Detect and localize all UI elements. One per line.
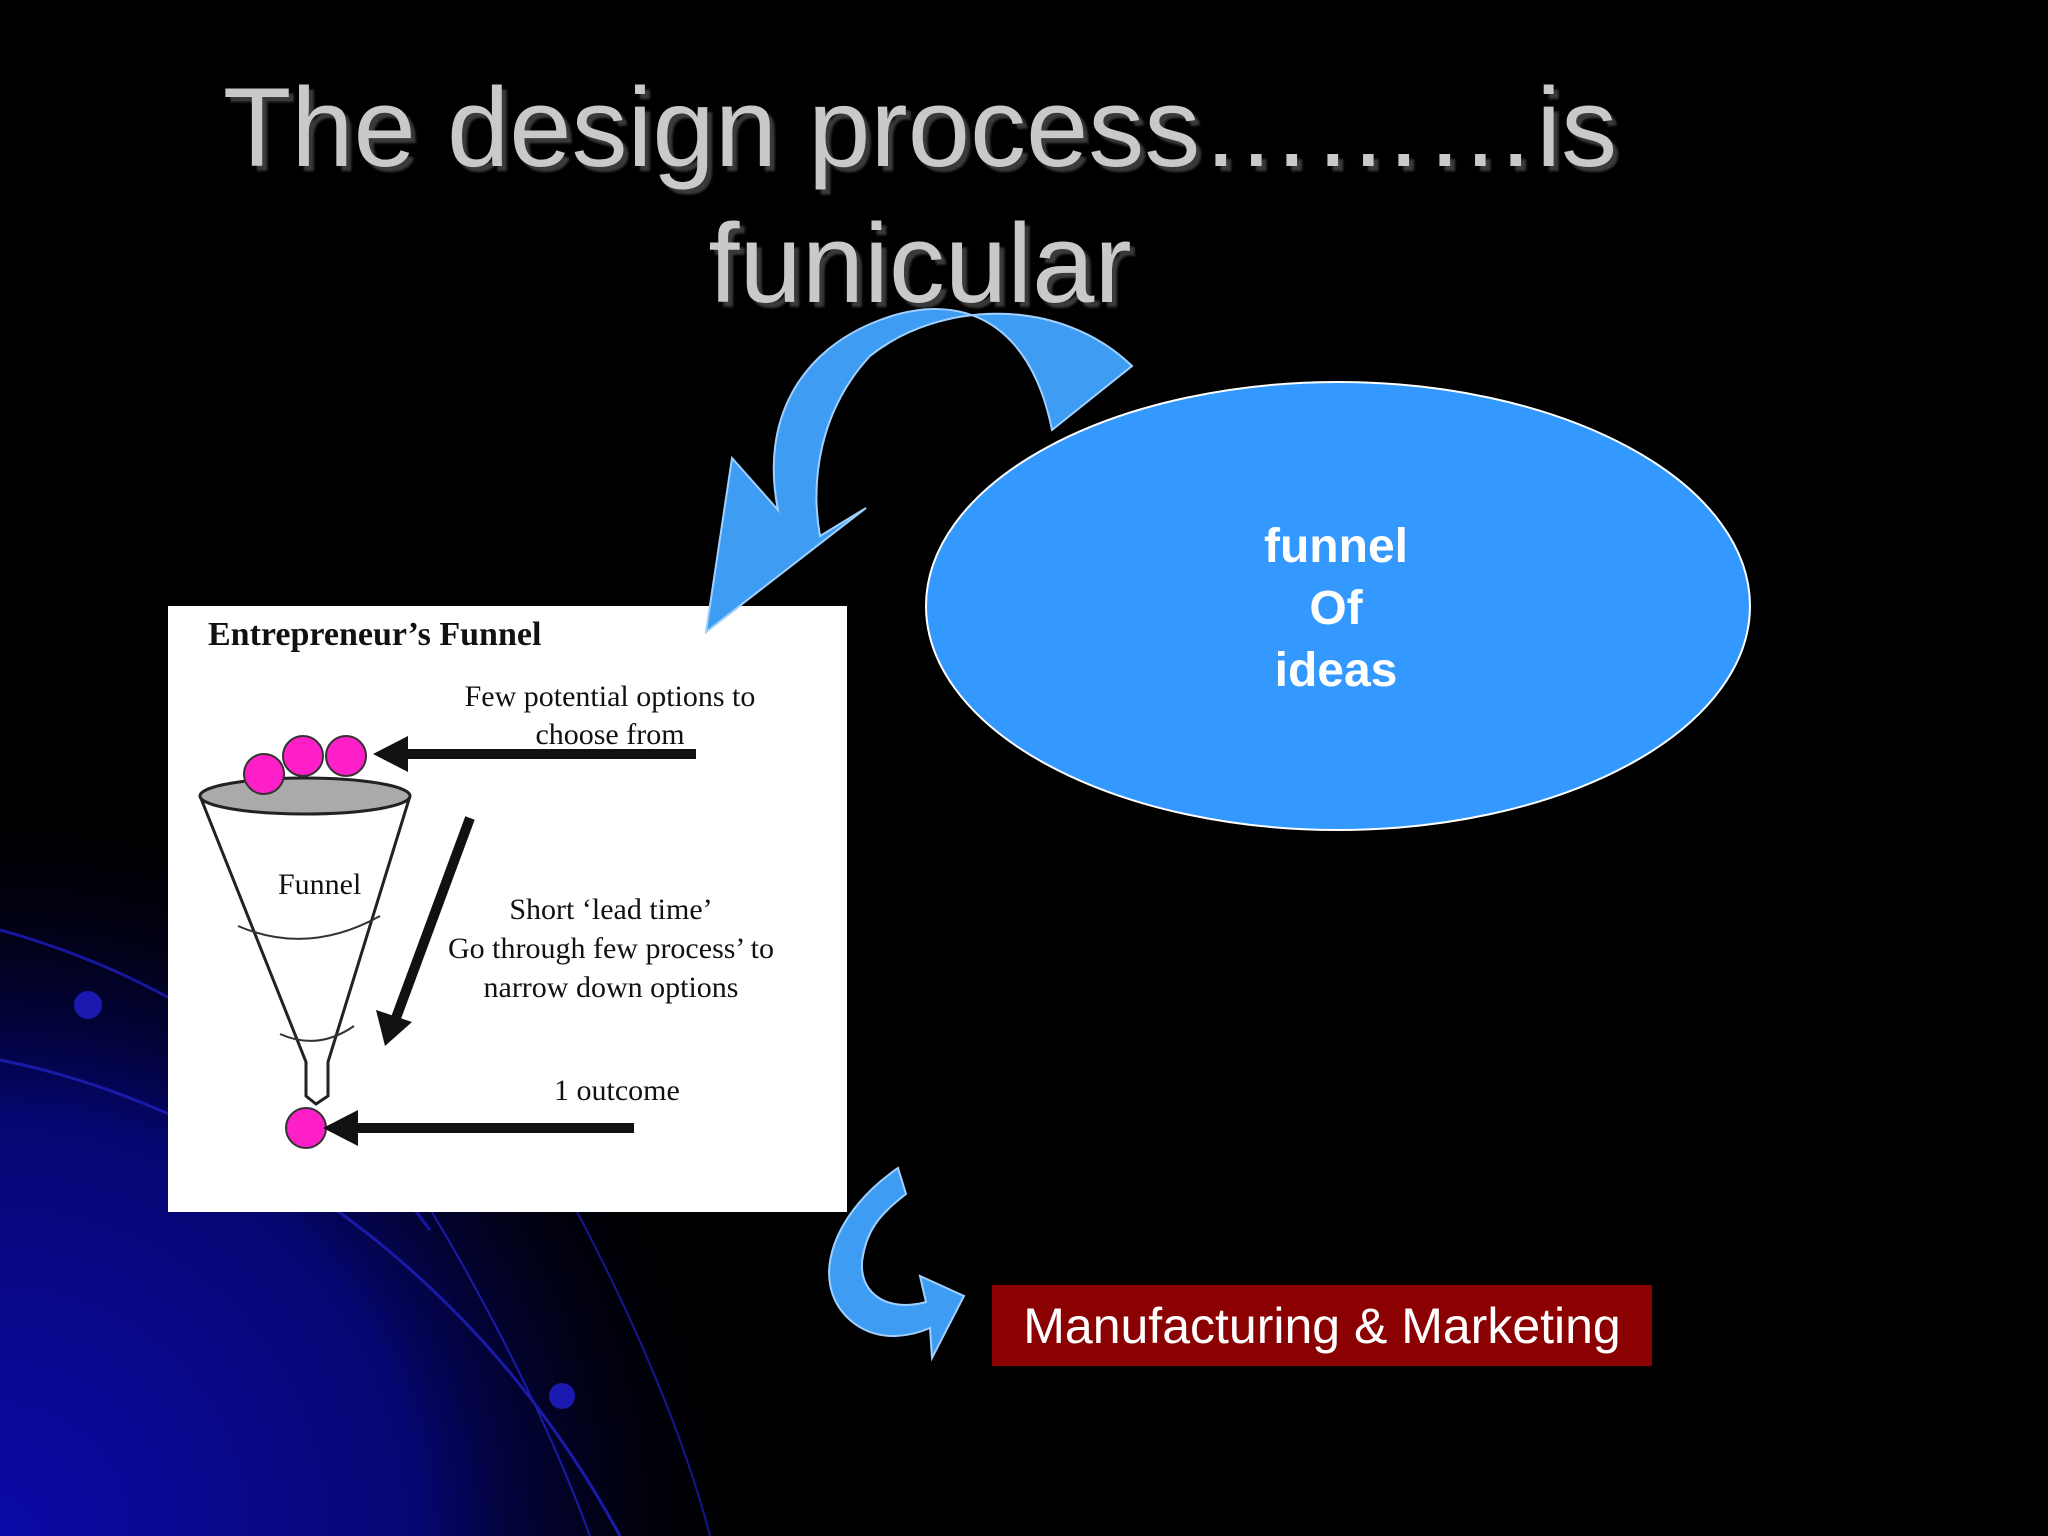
- funnel-label: Funnel: [278, 868, 362, 901]
- curved-arrow-to-funnel: [704, 308, 1134, 635]
- slide-title-line-2: funicular: [708, 201, 1132, 326]
- curved-arrow-to-manufacturing: [828, 1166, 966, 1362]
- funnel-heading: Entrepreneur’s Funnel: [208, 616, 542, 653]
- lead-time-line-3: narrow down options: [483, 971, 739, 1004]
- option-ball: [243, 753, 285, 795]
- funnel-liquid-line: [237, 915, 381, 940]
- manufacturing-marketing-box: Manufacturing & Marketing: [992, 1285, 1652, 1366]
- manufacturing-marketing-label: Manufacturing & Marketing: [1023, 1297, 1621, 1354]
- options-text-line-2: choose from: [535, 718, 685, 751]
- outcome-text: 1 outcome: [554, 1074, 680, 1107]
- lead-time-text: Short ‘lead time’ Go through few process…: [416, 890, 806, 1007]
- ellipse-text: funnel Of ideas: [1196, 516, 1476, 702]
- ellipse-text-line-3: ideas: [1274, 644, 1398, 697]
- slide-title-line-1: The design process………is: [222, 65, 1618, 190]
- funnel-drawing: [198, 735, 696, 1149]
- funnel-image: Entrepreneur’s Funnel Few potential opti…: [168, 606, 847, 1212]
- funnel-outline: [198, 795, 412, 1106]
- options-text: Few potential options to choose from: [430, 678, 790, 754]
- options-text-line-1: Few potential options to: [464, 680, 756, 713]
- option-ball: [282, 735, 324, 777]
- narrowing-arrow: [391, 816, 475, 1020]
- option-ball: [325, 735, 367, 777]
- lead-time-line-2: Go through few process’ to: [447, 932, 775, 965]
- ellipse-text-line-2: Of: [1309, 582, 1363, 635]
- ellipse-text-line-1: funnel: [1264, 520, 1408, 573]
- lead-time-line-1: Short ‘lead time’: [509, 893, 713, 926]
- funnel-of-ideas-ellipse: [925, 381, 1751, 831]
